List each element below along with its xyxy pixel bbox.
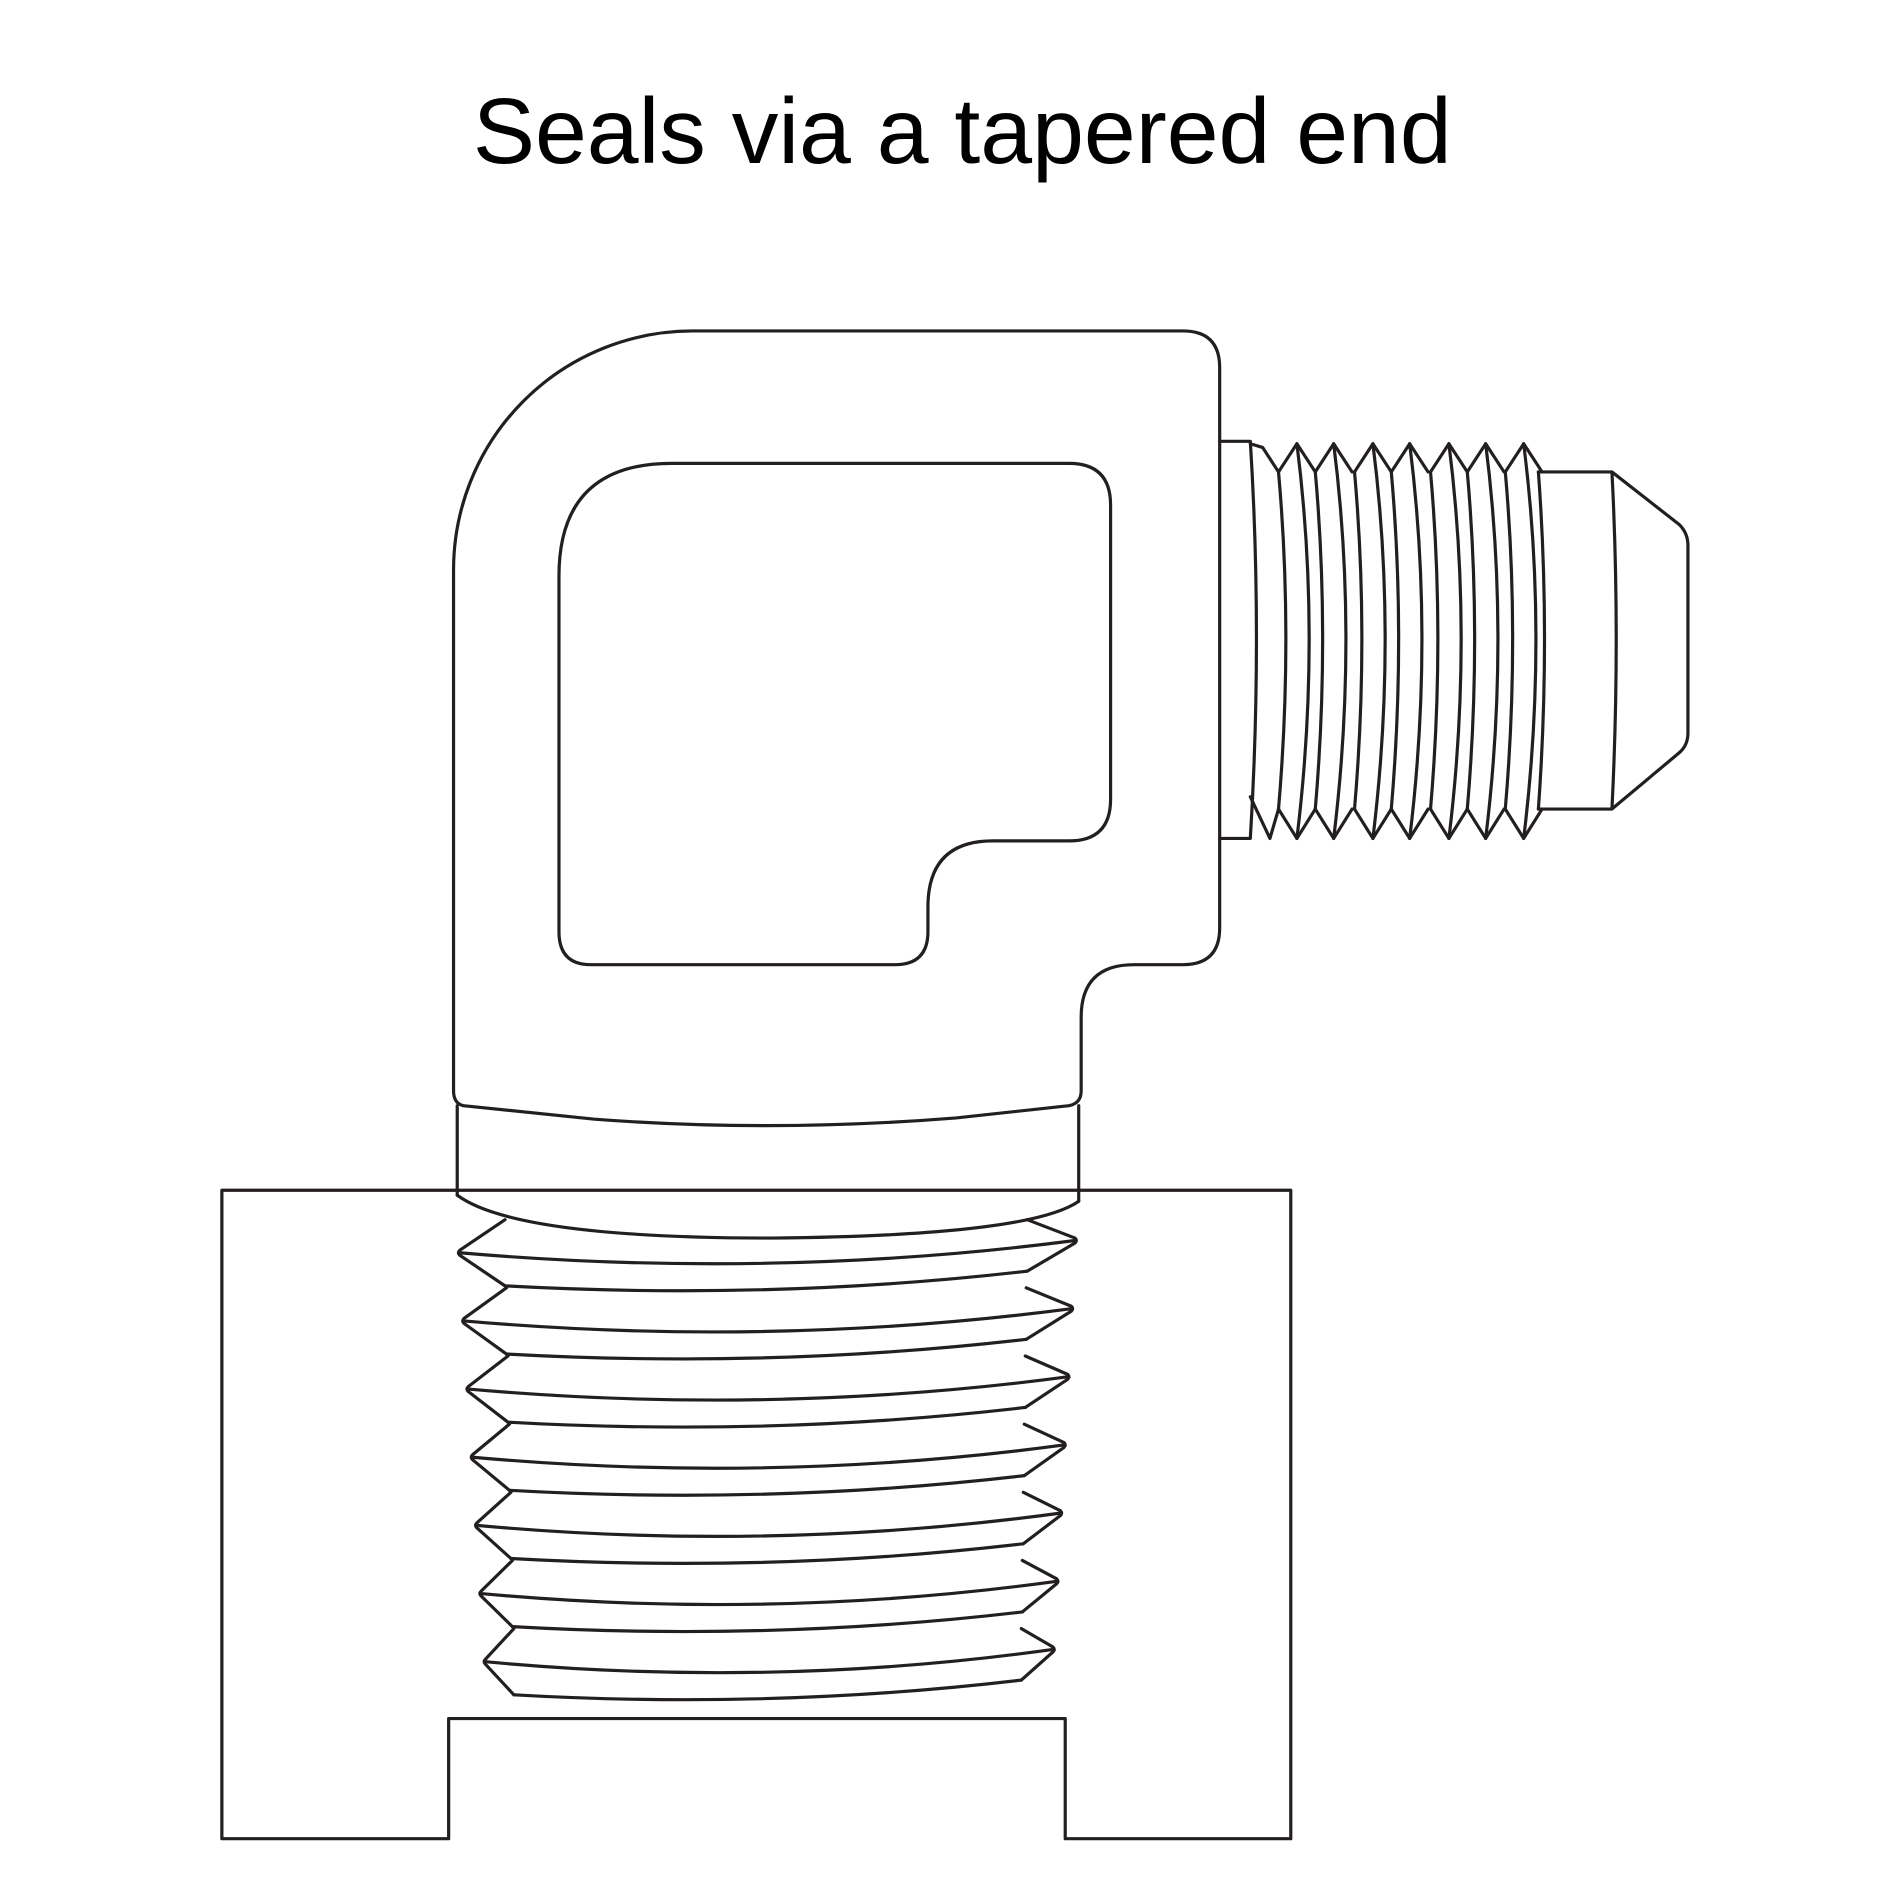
thread-crest-line	[1371, 442, 1387, 841]
thread-crest-line	[1484, 442, 1500, 841]
neck-bottom-ellipse	[455, 1193, 1081, 1240]
thread-root-line	[509, 1542, 1025, 1565]
thread-root-line	[1313, 470, 1325, 811]
port-block-outline	[220, 1188, 1293, 1841]
lower-threads	[456, 1218, 1078, 1702]
thread-end-line	[1536, 470, 1547, 811]
hex-shoulder	[1218, 439, 1259, 841]
thread-crest-line	[466, 1375, 1070, 1402]
elbow-neck	[455, 1104, 1081, 1203]
thread-root-line	[512, 1678, 1023, 1702]
thread-crest-line	[479, 1579, 1059, 1607]
thread-crest-line	[1447, 442, 1463, 841]
diagram-title: Seals via a tapered end	[473, 79, 1452, 183]
thread-crest-line	[475, 1511, 1062, 1538]
thread-root-line	[1503, 470, 1515, 811]
thread-root-line	[507, 1474, 1026, 1497]
thread-crest-line	[483, 1647, 1055, 1675]
thread-crest-line	[458, 1238, 1077, 1266]
elbow-inner-window	[557, 461, 1113, 967]
thread-root-line	[510, 1610, 1024, 1634]
thread-root-line	[1465, 470, 1477, 811]
thread-start	[1248, 442, 1281, 841]
female-port-block	[220, 1188, 1293, 1841]
flare-fitting	[1218, 439, 1690, 841]
thread-root-line	[504, 1337, 1028, 1361]
elbow-fitting	[451, 329, 1222, 1203]
thread-crest-line	[1522, 442, 1538, 841]
thread-crest-line	[1408, 442, 1424, 841]
thread-root-line	[1428, 470, 1440, 811]
thread-crest-line	[462, 1307, 1073, 1334]
thread-root-line	[1276, 470, 1288, 811]
thread-root-line	[503, 1269, 1029, 1293]
elbow-body-outline	[451, 329, 1222, 1128]
thread-root-line	[1352, 470, 1364, 811]
thread-crest-line	[1332, 442, 1348, 841]
side-threads	[1248, 442, 1547, 841]
flare-cone	[1536, 470, 1690, 811]
thread-root-line	[1389, 470, 1401, 811]
thread-crest-line	[470, 1443, 1066, 1470]
thread-crest-line	[1295, 442, 1311, 841]
thread-root-line	[506, 1405, 1027, 1429]
